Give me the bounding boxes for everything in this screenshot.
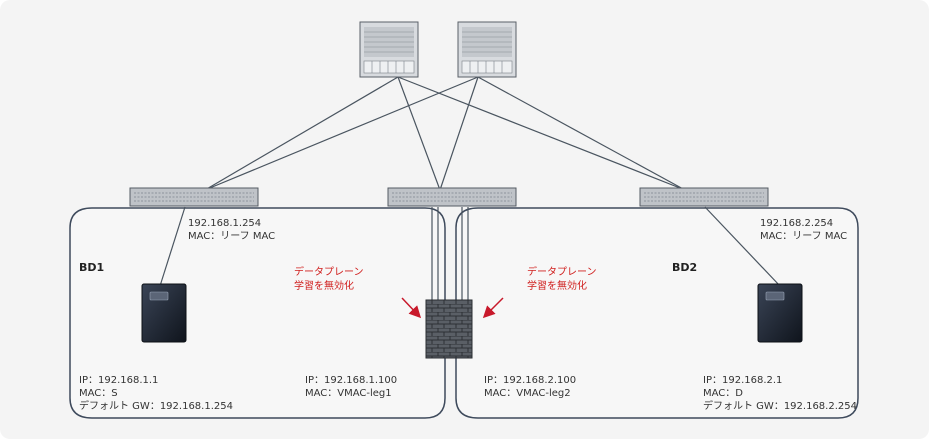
note-left-line2: 学習を無効化 — [294, 281, 354, 292]
bd2-boundary — [455, 207, 859, 419]
server-host-1 — [141, 283, 187, 343]
host2-ip: IP：192.168.2.1 — [703, 375, 783, 386]
leaf-switch-1 — [129, 187, 259, 207]
note-right-line1: データプレーン — [527, 267, 597, 278]
host2-gateway: デフォルト GW：192.168.2.254 — [703, 401, 857, 412]
leaf3-gateway-ip: 192.168.2.254 — [760, 218, 834, 229]
host1-ip: IP：192.168.1.1 — [79, 375, 159, 386]
fw-leg1-ip: IP：192.168.1.100 — [305, 375, 398, 386]
fw-leg2-mac: MAC：VMAC-leg2 — [484, 388, 571, 399]
note-right-line2: 学習を無効化 — [527, 281, 587, 292]
note-left-line1: データプレーン — [294, 267, 364, 278]
disable-learning-arrows — [401, 297, 504, 319]
leaf-host-links — [159, 206, 781, 300]
fw-leg1-mac: MAC：VMAC-leg1 — [305, 388, 392, 399]
bd1-boundary — [69, 207, 446, 419]
leaf1-gateway-mac: MAC：リーフ MAC — [188, 231, 276, 242]
bd1-label: BD1 — [79, 261, 105, 274]
fw-leg2-ip: IP：192.168.2.100 — [484, 375, 577, 386]
leaf1-gateway-ip: 192.168.1.254 — [188, 218, 262, 229]
host1-gateway: デフォルト GW：192.168.1.254 — [79, 401, 233, 412]
host2-mac: MAC：D — [703, 388, 743, 399]
server-host-2 — [757, 283, 803, 343]
firewall — [425, 299, 473, 359]
bd2-label: BD2 — [672, 261, 698, 274]
spine-switch-2 — [457, 21, 517, 78]
leaf-switch-2 — [387, 187, 517, 207]
leaf-switch-3 — [639, 187, 769, 207]
leaf3-gateway-mac: MAC：リーフ MAC — [760, 231, 848, 242]
host1-mac: MAC：S — [79, 388, 118, 399]
spine-leaf-links — [204, 76, 686, 191]
spine-switch-1 — [359, 21, 419, 78]
